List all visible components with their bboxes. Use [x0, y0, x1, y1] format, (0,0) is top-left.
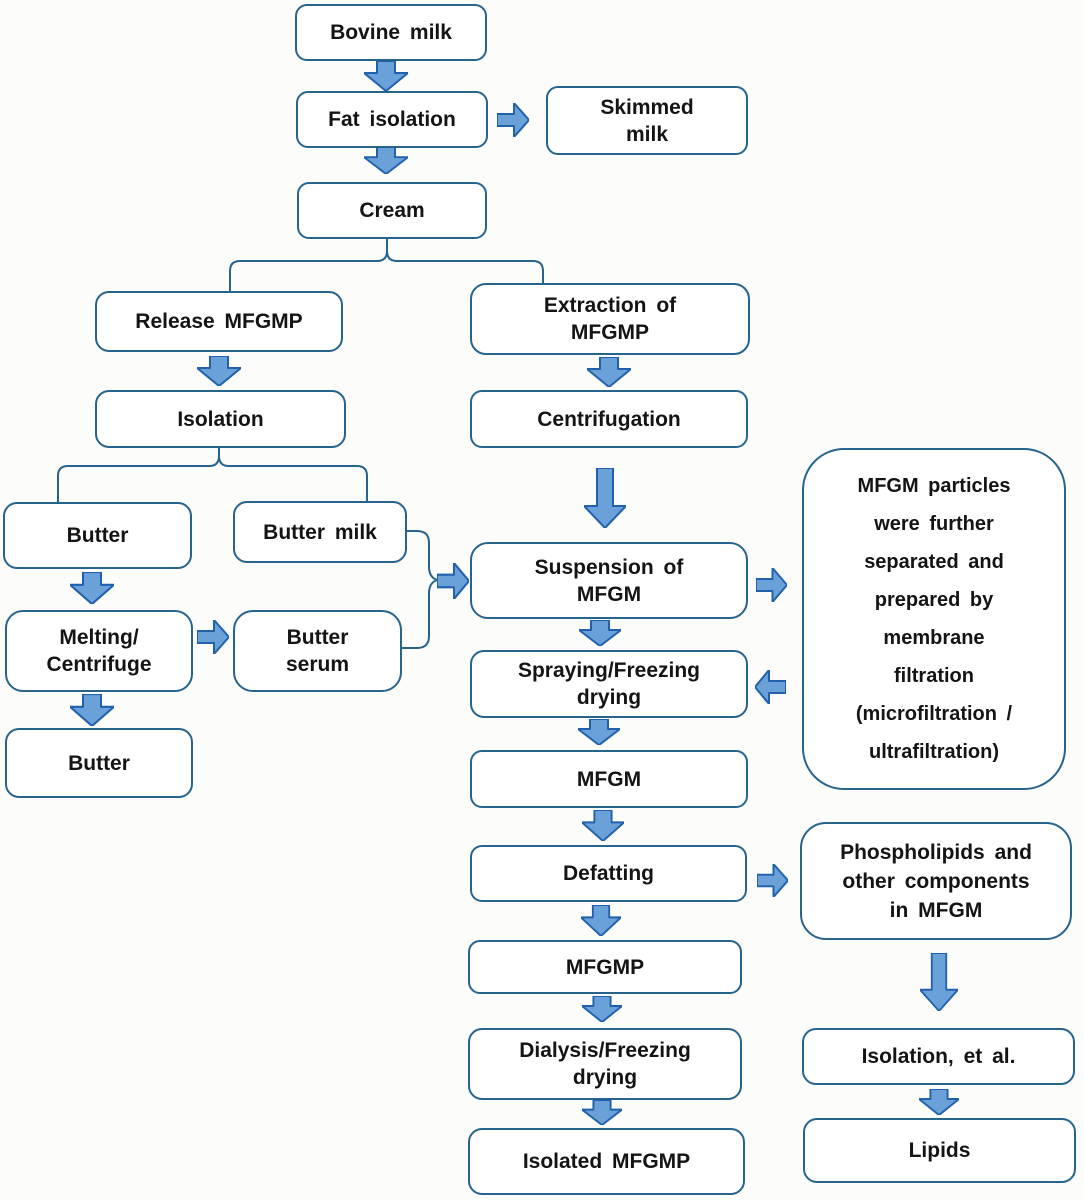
arrow-down-long-icon — [584, 468, 626, 528]
node-phospholipids: Phospholipids and other components in MF… — [800, 822, 1072, 940]
node-centrifugation: Centrifugation — [470, 390, 748, 448]
node-isolated-mfgmp-label: Isolated MFGMP — [522, 1150, 691, 1173]
node-spraying-freezing-label: Spraying/Freezing drying — [517, 659, 701, 709]
arrow-down-icon — [578, 719, 620, 745]
arrow-down-icon — [197, 356, 241, 386]
arrow-down-icon — [579, 620, 621, 646]
node-butter-serum-label: Butter serum — [285, 626, 350, 676]
node-isolation: Isolation — [95, 390, 346, 448]
node-lipids-label: Lipids — [908, 1139, 971, 1162]
node-spraying-freezing: Spraying/Freezing drying — [470, 650, 748, 718]
arrow-down-icon — [582, 1100, 622, 1125]
arrow-down-long-icon — [920, 953, 958, 1011]
node-suspension-mfgm-label: Suspension of MFGM — [534, 555, 684, 606]
node-cream-label: Cream — [359, 199, 425, 222]
node-phospholipids-label: Phospholipids and other components in MF… — [840, 840, 1032, 922]
node-cream: Cream — [297, 182, 487, 239]
node-butter-milk-label: Butter milk — [263, 520, 377, 544]
arrow-down-icon — [582, 996, 622, 1022]
node-melting-centrifuge-label: Melting/ Centrifuge — [46, 626, 152, 676]
node-mfgm-particles-note: MFGM particles were further separated an… — [802, 448, 1066, 790]
node-mfgm-particles-note-label: MFGM particles were further separated an… — [855, 475, 1013, 763]
cream-branch-right-line — [386, 250, 544, 286]
arrow-down-icon — [919, 1089, 959, 1115]
node-release-mfgmp-label: Release MFGMP — [135, 310, 303, 333]
arrow-down-icon — [581, 905, 621, 936]
node-mfgm: MFGM — [470, 750, 748, 808]
node-dialysis-freezing: Dialysis/Freezing drying — [468, 1028, 742, 1100]
arrow-right-icon — [497, 103, 529, 137]
node-butter-serum: Butter serum — [233, 610, 402, 692]
cream-branch-left-line — [229, 238, 388, 293]
node-defatting-label: Defatting — [563, 862, 654, 885]
node-skimmed-milk-label: Skimmed milk — [600, 95, 694, 146]
arrow-down-icon — [70, 572, 114, 604]
isolation-branch-left-line — [57, 447, 220, 504]
node-butter-milk: Butter milk — [233, 501, 407, 563]
node-bovine-milk-label: Bovine milk — [330, 21, 452, 44]
node-extraction-mfgmp: Extraction of MFGMP — [470, 283, 750, 355]
isolation-branch-right-line — [218, 455, 368, 503]
node-lipids: Lipids — [803, 1118, 1076, 1183]
node-fat-isolation-label: Fat isolation — [328, 108, 456, 131]
node-release-mfgmp: Release MFGMP — [95, 291, 343, 352]
node-skimmed-milk: Skimmed milk — [546, 86, 748, 155]
node-butter-2: Butter — [5, 728, 193, 798]
node-isolation-et-al: Isolation, et al. — [802, 1028, 1075, 1085]
arrow-down-icon — [582, 810, 624, 841]
node-suspension-mfgm: Suspension of MFGM — [470, 542, 748, 619]
arrow-down-icon — [364, 146, 408, 174]
node-defatting: Defatting — [470, 845, 747, 902]
arrow-down-icon — [70, 694, 114, 726]
node-mfgm-label: MFGM — [576, 767, 642, 791]
arrow-right-icon — [756, 568, 787, 602]
node-butter-1: Butter — [3, 502, 192, 569]
node-fat-isolation: Fat isolation — [296, 91, 488, 148]
node-centrifugation-label: Centrifugation — [537, 407, 681, 431]
node-extraction-mfgmp-label: Extraction of MFGMP — [543, 294, 677, 344]
node-isolated-mfgmp: Isolated MFGMP — [468, 1128, 745, 1195]
arrow-right-icon — [197, 620, 229, 654]
arrow-down-icon — [587, 357, 631, 387]
arrow-left-icon — [755, 670, 786, 704]
node-mfgmp-label: MFGMP — [565, 955, 645, 979]
arrow-right-icon — [437, 563, 469, 599]
node-mfgmp: MFGMP — [468, 940, 742, 994]
arrow-right-icon — [757, 864, 788, 897]
node-butter-1-label: Butter — [66, 524, 129, 547]
buttermilk-serum-brace-line — [401, 530, 440, 649]
node-bovine-milk: Bovine milk — [295, 4, 487, 61]
node-isolation-label: Isolation — [177, 407, 264, 431]
node-isolation-et-al-label: Isolation, et al. — [861, 1045, 1016, 1068]
node-butter-2-label: Butter — [68, 751, 130, 775]
node-melting-centrifuge: Melting/ Centrifuge — [5, 610, 193, 692]
node-dialysis-freezing-label: Dialysis/Freezing drying — [519, 1039, 691, 1089]
arrow-down-icon — [364, 61, 408, 91]
